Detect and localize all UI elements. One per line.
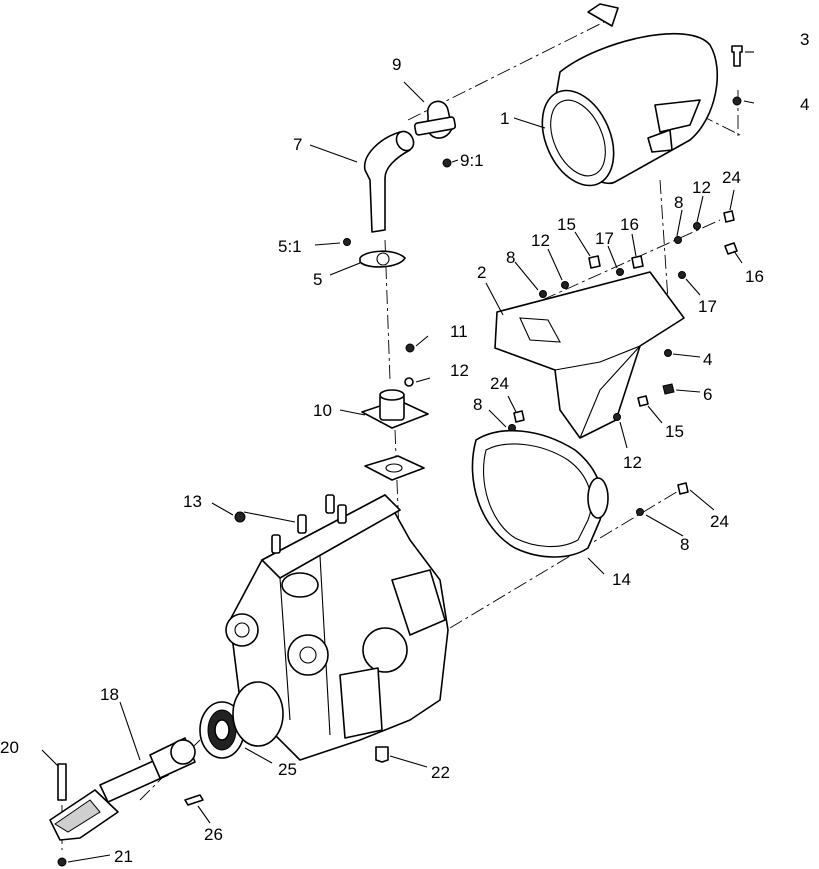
callout-15-bracket: 15	[557, 215, 576, 234]
callout-2: 2	[477, 263, 486, 282]
callout-8-center: 8	[473, 395, 482, 414]
callout-12-flange: 12	[450, 361, 469, 380]
callout-9-1: 9:1	[460, 151, 484, 170]
callout-14: 14	[612, 570, 631, 589]
leader-lines	[41, 51, 755, 863]
callout-3: 3	[800, 30, 809, 49]
callout-8-bracket-left: 8	[506, 248, 515, 267]
callout-8-bracket-right: 8	[674, 193, 683, 212]
callout-7: 7	[293, 135, 302, 154]
callout-12-bracket-right: 12	[692, 178, 711, 197]
hardware-fasteners	[57, 45, 743, 867]
callout-17-bracket: 17	[595, 229, 614, 248]
callout-24-top-right: 24	[722, 168, 741, 187]
callout-1: 1	[500, 109, 509, 128]
callout-26: 26	[204, 825, 223, 844]
mounting-bracket	[494, 271, 685, 439]
callout-4-top: 4	[800, 95, 809, 114]
callout-20: 20	[0, 738, 19, 757]
crank-pulley	[199, 681, 284, 759]
callout-12-lower: 12	[623, 453, 642, 472]
lower-hose-clamp	[343, 238, 406, 268]
engine-block	[225, 494, 449, 761]
callout-18: 18	[100, 685, 119, 704]
callout-10: 10	[313, 401, 332, 420]
callout-12-bracket-left: 12	[531, 231, 550, 250]
callout-5-1: 5:1	[278, 237, 302, 256]
callout-16-bracket: 16	[620, 215, 639, 234]
callout-24-center: 24	[490, 374, 509, 393]
callout-4-bracket: 4	[703, 350, 712, 369]
callout-17-right: 17	[698, 297, 717, 316]
callout-5: 5	[313, 270, 322, 289]
hose-clamp	[413, 100, 457, 168]
air-cleaner-canister	[541, 3, 718, 187]
callout-25: 25	[278, 760, 297, 779]
callout-21: 21	[114, 847, 133, 866]
callout-6: 6	[703, 385, 712, 404]
callout-13: 13	[183, 492, 202, 511]
callout-labels: 1 2 3 4 4 5 5:1 6 7 8 8 8 8 9 9:1 10 11 …	[0, 30, 809, 866]
intake-hose	[364, 130, 415, 233]
callout-22: 22	[431, 763, 450, 782]
callout-9: 9	[392, 55, 401, 74]
callout-15-lower: 15	[665, 422, 684, 441]
drive-shaft	[49, 737, 196, 841]
callout-11: 11	[450, 322, 468, 341]
bell-housing	[471, 429, 609, 558]
callout-16-right: 16	[745, 267, 764, 286]
callout-8-lower: 8	[680, 535, 689, 554]
callout-24-lower-right: 24	[710, 512, 729, 531]
intake-flange-parts	[361, 343, 429, 481]
